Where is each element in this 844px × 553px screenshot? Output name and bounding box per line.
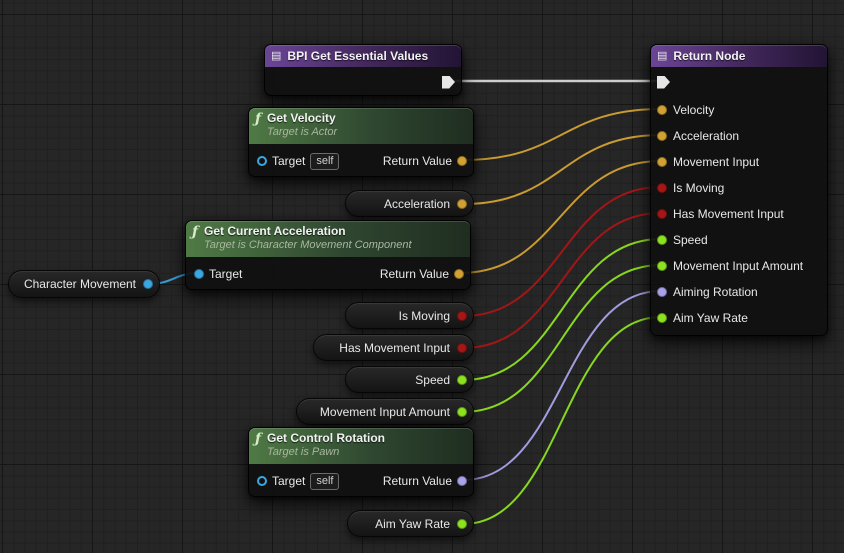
- var-get-movement-input-amount[interactable]: Movement Input Amount: [296, 398, 474, 425]
- target-pin-label: Target: [272, 474, 306, 488]
- speed-pin[interactable]: [657, 235, 667, 245]
- wire-acceleration: [462, 134, 662, 205]
- output-pin[interactable]: [457, 518, 467, 529]
- node-subtitle: Target is Actor: [267, 126, 338, 138]
- node-title: Get Control Rotation: [267, 431, 386, 445]
- output-pin[interactable]: [457, 374, 467, 385]
- output-pin[interactable]: [457, 310, 467, 321]
- return-value-label: Return Value: [382, 474, 452, 488]
- node-header[interactable]: ƒ Get Current Acceleration Target is Cha…: [186, 221, 470, 257]
- var-get-acceleration[interactable]: Acceleration: [345, 190, 474, 217]
- target-pin[interactable]: [257, 156, 267, 166]
- pin-row: Velocity: [651, 97, 827, 123]
- pin-label: Velocity: [673, 103, 715, 117]
- variable-label: Is Moving: [398, 308, 450, 323]
- var-get-aim-yaw-rate[interactable]: Aim Yaw Rate: [347, 510, 474, 537]
- target-pin-label: Target: [209, 267, 243, 281]
- function-icon: ƒ: [192, 224, 199, 240]
- pin-label: Aim Yaw Rate: [673, 311, 748, 325]
- exec-input-pin[interactable]: [657, 75, 670, 89]
- node-title: Return Node: [673, 48, 746, 63]
- node-subtitle: Target is Pawn: [267, 446, 340, 458]
- movement-input-pin[interactable]: [657, 157, 667, 167]
- pin-row: Movement Input: [651, 149, 827, 175]
- wire-movement-input-amount: [462, 264, 662, 413]
- wire-velocity: [462, 108, 662, 161]
- pin-label: Is Moving: [673, 181, 725, 195]
- node-title: Get Current Acceleration: [204, 224, 346, 238]
- aim-yaw-rate-pin[interactable]: [657, 313, 667, 323]
- variable-label: Acceleration: [383, 196, 450, 211]
- pin-label: Acceleration: [673, 129, 740, 143]
- node-bpi-get-essential-values[interactable]: ▤ BPI Get Essential Values: [264, 44, 462, 96]
- pin-label: Has Movement Input: [673, 207, 784, 221]
- pin-row: Aiming Rotation: [651, 279, 827, 305]
- output-pin[interactable]: [457, 198, 467, 209]
- target-pin[interactable]: [257, 476, 267, 486]
- return-value-pin[interactable]: [457, 156, 467, 166]
- output-pin[interactable]: [143, 279, 153, 289]
- node-header[interactable]: ▤ Return Node: [651, 45, 827, 67]
- variable-label: Character Movement: [23, 277, 136, 291]
- is-moving-pin[interactable]: [657, 183, 667, 193]
- variable-label: Has Movement Input: [339, 340, 450, 355]
- function-icon: ƒ: [255, 431, 262, 447]
- target-pin-label: Target: [272, 154, 306, 168]
- node-header[interactable]: ƒ Get Control Rotation Target is Pawn: [249, 428, 473, 464]
- exec-output-pin[interactable]: [442, 75, 455, 89]
- aiming-rotation-pin[interactable]: [657, 287, 667, 297]
- var-get-is-moving[interactable]: Is Moving: [345, 302, 474, 329]
- output-pin[interactable]: [457, 342, 467, 353]
- wire-aiming-rotation: [462, 290, 662, 481]
- node-header[interactable]: ƒ Get Velocity Target is Actor: [249, 108, 473, 144]
- wire-movement-input: [459, 160, 662, 274]
- return-value-label: Return Value: [379, 267, 449, 281]
- pin-row: Acceleration: [651, 123, 827, 149]
- output-pin[interactable]: [457, 406, 467, 417]
- pin-row: Has Movement Input: [651, 201, 827, 227]
- interface-node-icon: ▤: [657, 50, 668, 62]
- pin-row: Movement Input Amount: [651, 253, 827, 279]
- node-title: BPI Get Essential Values: [287, 48, 429, 63]
- pin-row: Is Moving: [651, 175, 827, 201]
- var-get-character-movement[interactable]: Character Movement: [8, 270, 160, 298]
- wire-aim-yaw-rate: [462, 316, 662, 525]
- pin-row: Speed: [651, 227, 827, 253]
- self-default-box[interactable]: self: [310, 152, 340, 170]
- velocity-pin[interactable]: [657, 105, 667, 115]
- pin-label: Movement Input: [673, 155, 760, 169]
- target-pin[interactable]: [194, 269, 204, 279]
- wire-speed: [462, 238, 662, 381]
- variable-label: Speed: [415, 372, 450, 387]
- acceleration-pin[interactable]: [657, 131, 667, 141]
- var-get-has-movement-input[interactable]: Has Movement Input: [313, 334, 474, 361]
- variable-label: Aim Yaw Rate: [375, 516, 450, 531]
- movement-input-amount-pin[interactable]: [657, 261, 667, 271]
- return-value-label: Return Value: [382, 154, 452, 168]
- node-title: Get Velocity: [267, 111, 336, 125]
- interface-node-icon: ▤: [271, 50, 282, 62]
- node-get-control-rotation[interactable]: ƒ Get Control Rotation Target is Pawn Ta…: [248, 427, 474, 497]
- pin-label: Speed: [673, 233, 708, 247]
- node-subtitle: Target is Character Movement Component: [204, 239, 412, 251]
- self-default-box[interactable]: self: [310, 472, 340, 490]
- node-header[interactable]: ▤ BPI Get Essential Values: [265, 45, 461, 67]
- pin-label: Aiming Rotation: [673, 285, 758, 299]
- return-value-pin[interactable]: [457, 476, 467, 486]
- pin-label: Movement Input Amount: [673, 259, 804, 273]
- wire-is-moving: [462, 186, 662, 317]
- var-get-speed[interactable]: Speed: [345, 366, 474, 393]
- return-value-pin[interactable]: [454, 269, 464, 279]
- function-icon: ƒ: [255, 111, 262, 127]
- pin-row: Aim Yaw Rate: [651, 305, 827, 331]
- variable-label: Movement Input Amount: [319, 404, 450, 419]
- wire-has-movement-input: [462, 212, 662, 349]
- node-return[interactable]: ▤ Return Node Velocity Acceleration Move…: [650, 44, 828, 336]
- node-get-current-acceleration[interactable]: ƒ Get Current Acceleration Target is Cha…: [185, 220, 471, 290]
- has-movement-input-pin[interactable]: [657, 209, 667, 219]
- node-get-velocity[interactable]: ƒ Get Velocity Target is Actor Target se…: [248, 107, 474, 177]
